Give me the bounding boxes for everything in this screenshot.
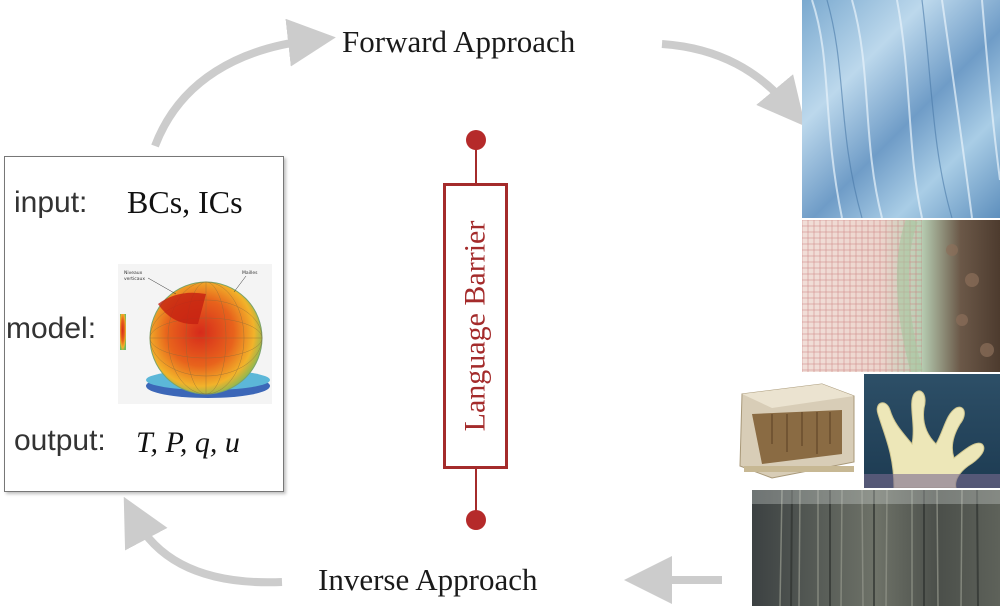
arrow-to-forward: [151, 18, 336, 148]
output-value: T, P, q, u⃗: [136, 426, 264, 459]
climate-model-globe: Niveaux verticaux Mailles: [118, 264, 272, 404]
forward-approach-label: Forward Approach: [342, 24, 576, 59]
model-label: model:: [6, 312, 97, 345]
ice-formation-photo: [802, 0, 1000, 218]
sediment-core-photo: [752, 490, 1000, 606]
inverse-approach-label: Inverse Approach: [318, 562, 538, 597]
cave-diorama-photo: [732, 374, 862, 488]
svg-text:verticaux: verticaux: [124, 276, 145, 282]
barrier-bottom-knob: [466, 510, 486, 530]
arrow-to-proxies: [661, 40, 806, 127]
input-value: BCs, ICs: [127, 184, 243, 220]
coral-photo: [864, 374, 1000, 488]
tree-ring-microscopy-photo: [802, 220, 1000, 372]
language-barrier-sign: Language Barrier: [443, 183, 508, 469]
output-label: output:: [14, 424, 106, 457]
globe-annotation-vertical: Niveaux: [124, 270, 143, 276]
barrier-top-knob: [466, 130, 486, 150]
language-barrier-text: Language Barrier: [458, 220, 492, 432]
arrow-to-model: [123, 496, 283, 587]
globe-annotation-mesh: Mailles: [242, 270, 258, 276]
input-label: input:: [14, 186, 88, 219]
